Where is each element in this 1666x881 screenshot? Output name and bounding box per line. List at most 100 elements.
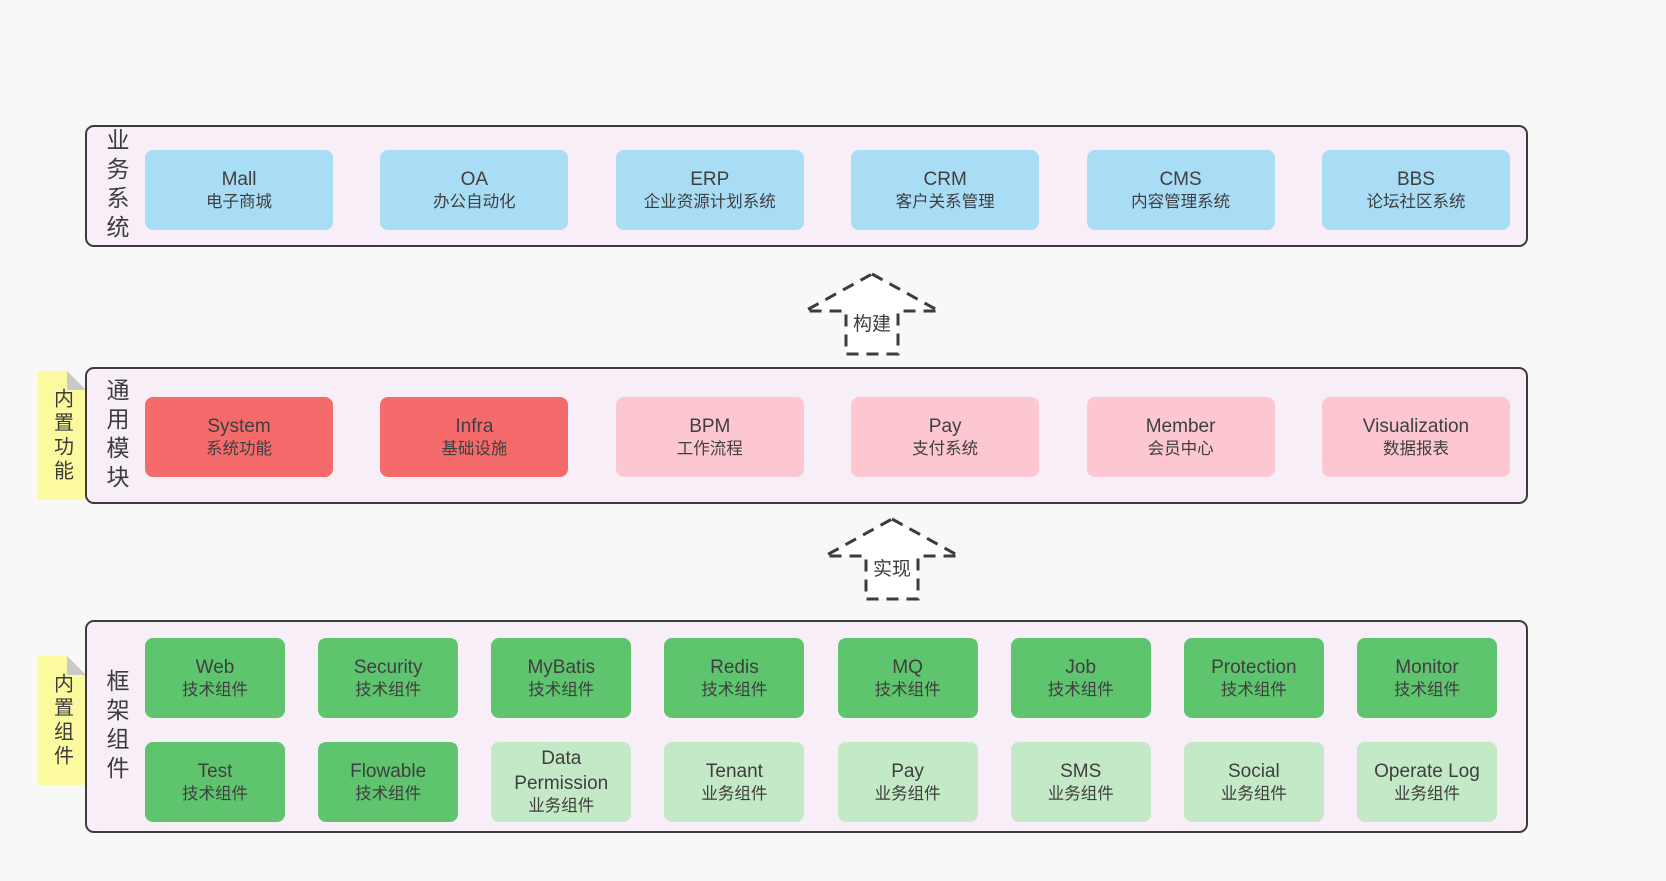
node-title: ERP	[690, 168, 730, 190]
node-subtitle: 业务组件	[1047, 784, 1114, 803]
node-title: Visualization	[1362, 415, 1470, 437]
node-social: Social 业务组件	[1183, 742, 1324, 822]
node-sms: SMS 业务组件	[1010, 742, 1151, 822]
node-subtitle: 业务组件	[528, 797, 595, 816]
business-box-row: Mall 电子商城 OA 办公自动化 ERP 企业资源计划系统 CRM 客户关系…	[145, 150, 1510, 230]
node-subtitle: 技术组件	[355, 784, 422, 803]
node-title: Flowable	[350, 760, 427, 782]
node-subtitle: 基础设施	[441, 439, 508, 458]
sticky-note-label: 内置功能	[50, 387, 73, 484]
node-title: CRM	[923, 168, 967, 190]
node-subtitle: 业务组件	[1393, 784, 1460, 803]
node-data-permission: Data Permission 业务组件	[491, 742, 632, 822]
node-pay-module: Pay 支付系统	[851, 397, 1040, 477]
implement-arrow: 实现	[822, 516, 962, 602]
build-arrow: 构建	[802, 271, 942, 357]
node-subtitle: 工作流程	[676, 439, 743, 458]
node-subtitle: 数据报表	[1382, 439, 1449, 458]
business-systems-panel: 业务系统 Mall 电子商城 OA 办公自动化 ERP 企业资源计划系统 CRM…	[85, 125, 1528, 247]
node-title: Monitor	[1395, 656, 1459, 678]
node-subtitle: 业务组件	[1220, 784, 1287, 803]
node-subtitle: 会员中心	[1147, 439, 1214, 458]
node-title: Pay	[891, 760, 924, 782]
node-redis: Redis 技术组件	[664, 638, 805, 718]
node-job: Job 技术组件	[1010, 638, 1151, 718]
implement-arrow-label: 实现	[869, 553, 915, 582]
node-tenant: Tenant 业务组件	[664, 742, 805, 822]
node-erp: ERP 企业资源计划系统	[615, 150, 804, 230]
node-monitor: Monitor 技术组件	[1356, 638, 1497, 718]
node-subtitle: 支付系统	[912, 439, 979, 458]
framework-box-row-2: Test 技术组件 Flowable 技术组件 Data Permission …	[145, 742, 1497, 822]
node-oa: OA 办公自动化	[380, 150, 569, 230]
node-web: Web 技术组件	[145, 638, 285, 718]
node-title: Test	[197, 760, 233, 782]
node-title: MQ	[892, 656, 923, 678]
node-title: BPM	[689, 415, 731, 437]
node-title: BBS	[1396, 168, 1435, 190]
node-security: Security 技术组件	[318, 638, 459, 718]
sticky-note-builtin-features	[38, 371, 86, 500]
node-title: OA	[460, 168, 489, 190]
node-subtitle: 技术组件	[1393, 680, 1460, 699]
node-subtitle: 业务组件	[701, 784, 768, 803]
common-modules-panel: 通用模块 System 系统功能 Infra 基础设施 BPM 工作流程 Pay…	[85, 367, 1528, 504]
node-bpm: BPM 工作流程	[615, 397, 804, 477]
node-bbs: BBS 论坛社区系统	[1321, 150, 1510, 230]
node-mq: MQ 技术组件	[837, 638, 978, 718]
node-title: Job	[1065, 656, 1097, 678]
node-title: Redis	[710, 656, 759, 678]
node-title: Member	[1145, 415, 1216, 437]
node-protection: Protection 技术组件	[1183, 638, 1324, 718]
node-test: Test 技术组件	[145, 742, 285, 822]
node-title: Security	[353, 656, 423, 678]
build-arrow-label: 构建	[849, 308, 895, 337]
node-subtitle: 客户关系管理	[895, 192, 995, 211]
node-title: Pay	[928, 415, 962, 437]
node-operate-log: Operate Log 业务组件	[1356, 742, 1497, 822]
node-title: Mall	[221, 168, 257, 190]
panel-label-framework: 框架组件	[103, 668, 129, 785]
node-title: Operate Log	[1374, 760, 1480, 782]
node-title: Data Permission	[514, 748, 609, 795]
framework-box-row-1: Web 技术组件 Security 技术组件 MyBatis 技术组件 Redi…	[145, 638, 1497, 718]
node-subtitle: 技术组件	[182, 784, 248, 803]
node-title: System	[207, 415, 271, 437]
node-subtitle: 论坛社区系统	[1366, 192, 1466, 211]
sticky-note-label: 内置组件	[50, 672, 73, 769]
node-subtitle: 技术组件	[1220, 680, 1287, 699]
node-subtitle: 内容管理系统	[1131, 192, 1231, 211]
sticky-note-builtin-components	[38, 656, 86, 785]
node-visualization: Visualization 数据报表	[1321, 397, 1510, 477]
node-subtitle: 系统功能	[206, 439, 272, 458]
node-subtitle: 技术组件	[182, 680, 248, 699]
node-system: System 系统功能	[145, 397, 333, 477]
node-subtitle: 企业资源计划系统	[643, 192, 776, 211]
node-title: CMS	[1159, 168, 1202, 190]
panel-label-modules: 通用模块	[103, 377, 129, 494]
node-mybatis: MyBatis 技术组件	[491, 638, 632, 718]
node-subtitle: 技术组件	[701, 680, 768, 699]
node-title: Web	[195, 656, 235, 678]
node-flowable: Flowable 技术组件	[318, 742, 459, 822]
node-cms: CMS 内容管理系统	[1086, 150, 1275, 230]
node-title: Infra	[455, 415, 494, 437]
framework-components-panel: 框架组件 Web 技术组件 Security 技术组件 MyBatis 技术组件…	[85, 620, 1528, 833]
node-infra: Infra 基础设施	[380, 397, 569, 477]
node-title: Tenant	[705, 760, 763, 782]
node-title: MyBatis	[527, 656, 596, 678]
node-subtitle: 办公自动化	[433, 192, 516, 211]
node-title: SMS	[1060, 760, 1102, 782]
node-subtitle: 技术组件	[1047, 680, 1114, 699]
node-title: Social	[1227, 760, 1280, 782]
node-pay-component: Pay 业务组件	[837, 742, 978, 822]
modules-box-row: System 系统功能 Infra 基础设施 BPM 工作流程 Pay 支付系统…	[145, 397, 1510, 477]
node-subtitle: 技术组件	[874, 680, 941, 699]
node-crm: CRM 客户关系管理	[851, 150, 1040, 230]
node-member: Member 会员中心	[1086, 397, 1275, 477]
node-subtitle: 电子商城	[206, 192, 272, 211]
node-mall: Mall 电子商城	[145, 150, 333, 230]
node-subtitle: 业务组件	[874, 784, 941, 803]
panel-label-business: 业务系统	[103, 128, 129, 244]
